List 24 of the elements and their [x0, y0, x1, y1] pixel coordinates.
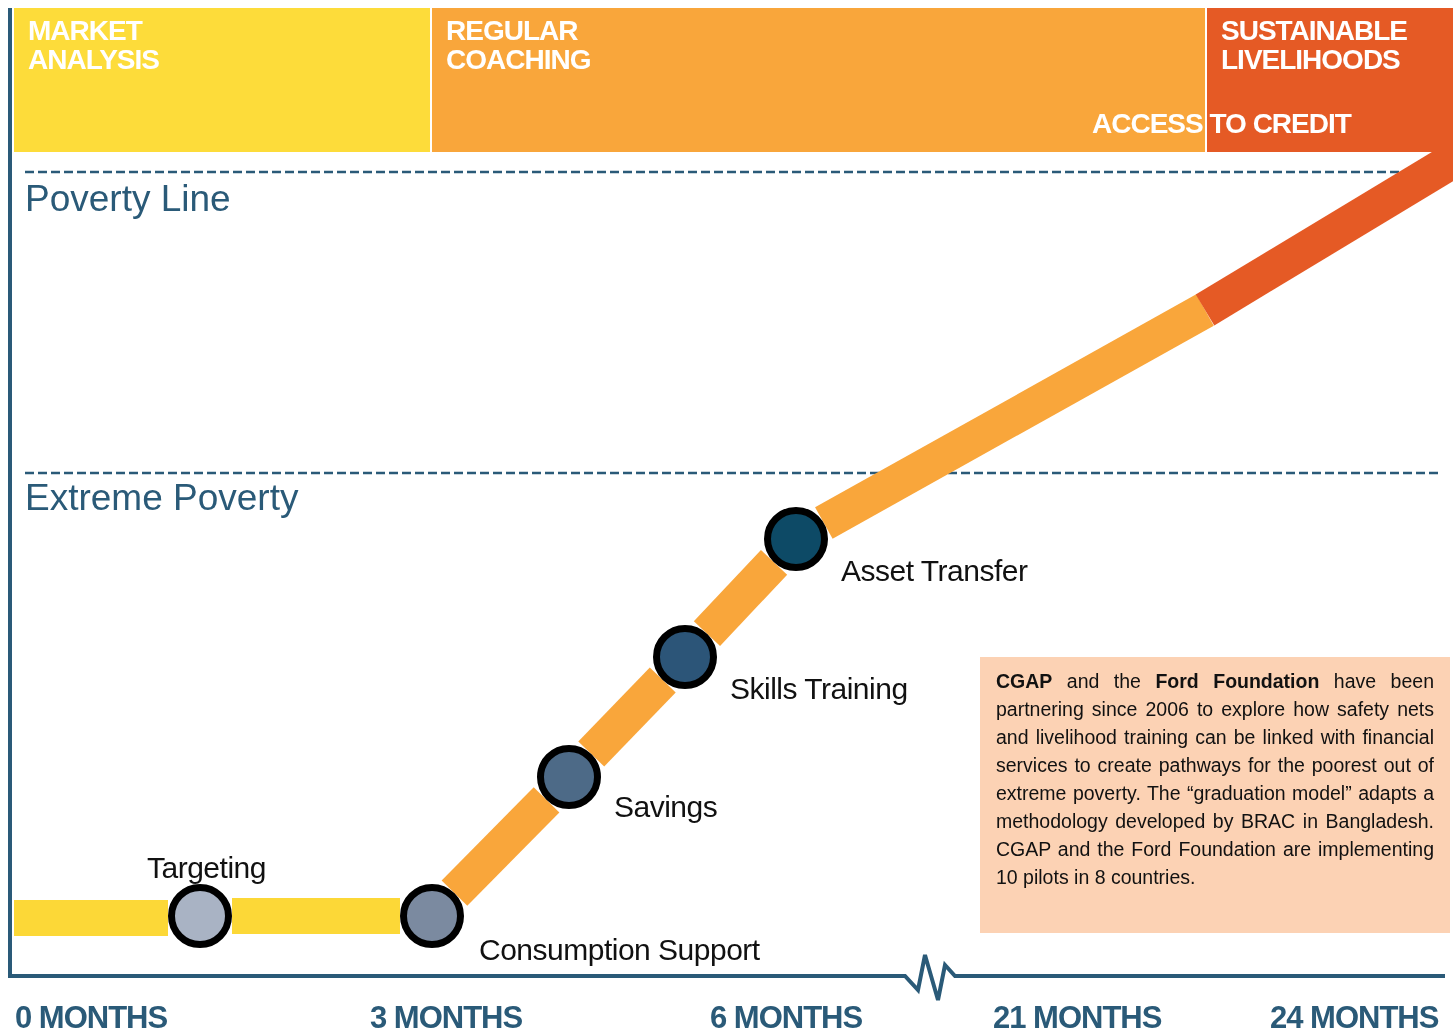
milestone-label: Targeting — [147, 851, 266, 885]
month-label: 3 MONTHS — [370, 1000, 523, 1036]
phase-band — [14, 8, 430, 152]
milestone-label: Asset Transfer — [841, 554, 1028, 588]
month-label: 6 MONTHS — [710, 1000, 863, 1036]
phase-title: SUSTAINABLE LIVELIHOODS — [1221, 16, 1409, 74]
level-label: Extreme Poverty — [25, 477, 299, 519]
phase-title: MARKET ANALYSIS — [28, 16, 160, 74]
progress-line — [232, 898, 400, 934]
month-label: 0 MONTHS — [15, 1000, 168, 1036]
milestone-label: Savings — [614, 790, 718, 824]
milestone-label: Consumption Support — [479, 933, 760, 967]
phase-title: REGULAR COACHING — [446, 16, 592, 74]
phase-band — [1207, 8, 1453, 152]
progress-line — [578, 667, 676, 767]
phase-band — [432, 8, 1205, 152]
progress-line — [693, 550, 788, 646]
milestone-label: Skills Training — [730, 672, 908, 706]
month-label: 24 MONTHS — [1270, 1000, 1439, 1036]
month-label: 21 MONTHS — [993, 1000, 1162, 1036]
phase-subtitle: ACCESS TO CREDIT — [1092, 108, 1351, 140]
info-paragraph: CGAP and the Ford Foundation have been partnering since 2006 to explore how safety nets and livelihood training can be linked with financial services to create pathways for the poorest out of extreme poverty. The “graduation model” adapts a methodology developed by BRAC in Bangladesh. CGAP and the Ford Foundation are implementing 10 pilots in 8 countries. — [996, 669, 1434, 890]
level-label: Poverty Line — [25, 178, 231, 220]
info-box — [980, 657, 1450, 933]
